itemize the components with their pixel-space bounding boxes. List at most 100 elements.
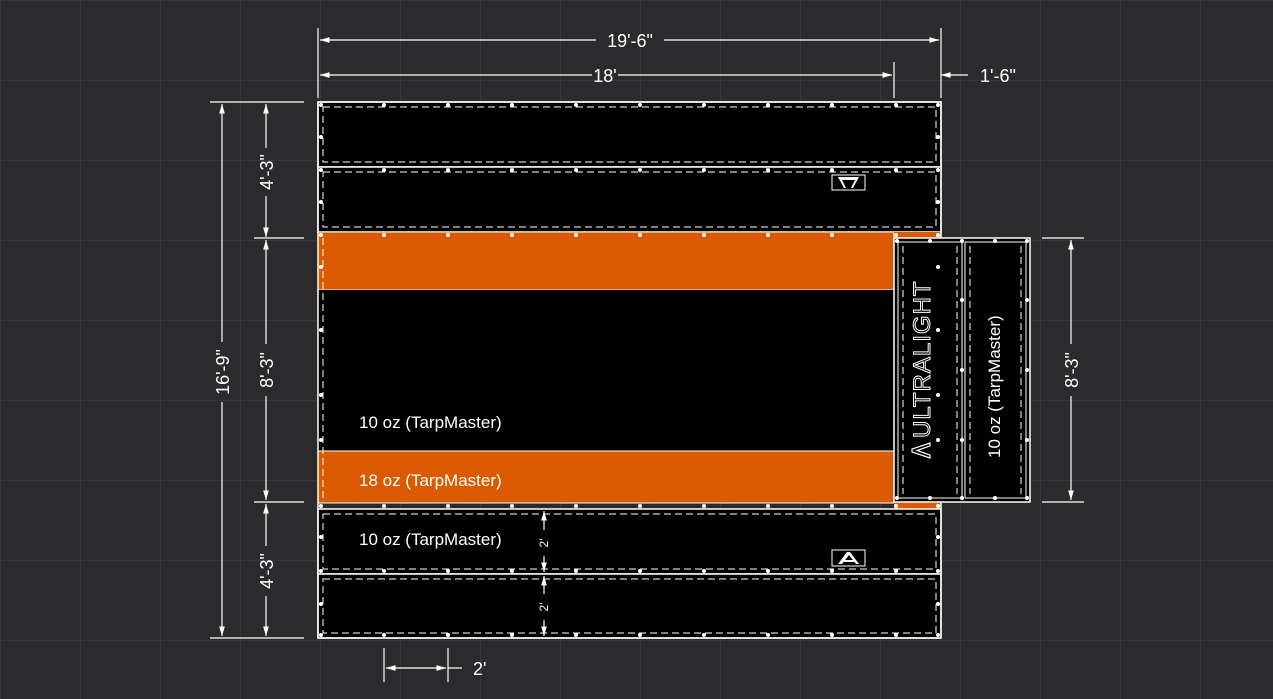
dim-grommet-spacing: 2' — [473, 659, 486, 679]
brand-text: ULTRALIGHT — [909, 280, 936, 438]
grommet — [319, 200, 323, 204]
grommet — [960, 368, 964, 372]
grommet — [638, 103, 642, 107]
grommet — [319, 328, 323, 332]
dimension-lines — [210, 28, 1084, 682]
orange-band-top-edge — [894, 232, 941, 238]
dim-extension-width: 1'-6" — [980, 66, 1016, 86]
grommet — [936, 438, 940, 442]
grommet — [894, 103, 898, 107]
grommet — [638, 633, 642, 637]
grommet — [928, 496, 932, 500]
grommet — [1025, 368, 1029, 372]
grommet — [993, 496, 997, 500]
grommet — [830, 168, 834, 172]
grommet — [830, 569, 834, 573]
ultralight-logo-icon — [831, 549, 866, 567]
grommet — [936, 200, 940, 204]
dim-overall-width: 19'-6" — [607, 31, 653, 51]
grommet — [766, 233, 770, 237]
label-side-fabric: 10 oz (TarpMaster) — [985, 315, 1004, 458]
grommet — [830, 103, 834, 107]
grommet — [960, 438, 964, 442]
grommet — [510, 103, 514, 107]
grommet — [766, 103, 770, 107]
grommet — [928, 239, 932, 243]
grommet — [446, 233, 450, 237]
grommet — [766, 569, 770, 573]
dim-strip-a: 2' — [537, 539, 551, 548]
dim-bottom-section: 4'-3" — [257, 553, 277, 589]
grommet — [510, 569, 514, 573]
grommet — [446, 168, 450, 172]
dim-side-height: 8'-3" — [1062, 352, 1082, 388]
grommet — [319, 633, 323, 637]
grommet — [894, 569, 898, 573]
grommet — [936, 233, 940, 237]
grommet — [319, 535, 323, 539]
grommet — [830, 633, 834, 637]
grommet — [702, 168, 706, 172]
dim-overall-height: 16'-9" — [213, 349, 233, 395]
top-panel-1 — [317, 101, 942, 168]
grommet — [574, 569, 578, 573]
grommet — [936, 103, 940, 107]
grommet — [319, 504, 323, 508]
grommet — [936, 168, 940, 172]
grommet — [319, 135, 323, 139]
grommet — [382, 103, 386, 107]
grommet — [446, 569, 450, 573]
grommet — [382, 233, 386, 237]
grommet — [382, 168, 386, 172]
label-10oz: 10 oz (TarpMaster) — [359, 413, 502, 432]
grommet — [574, 233, 578, 237]
grommet — [702, 504, 706, 508]
grommet — [702, 569, 706, 573]
grommet — [830, 504, 834, 508]
grommet — [895, 239, 899, 243]
grommet — [574, 633, 578, 637]
brand-logo-icon — [911, 442, 931, 459]
middle-panel — [318, 290, 894, 451]
grommet — [1025, 298, 1029, 302]
label-10oz-lower: 10 oz (TarpMaster) — [359, 530, 502, 549]
grommet — [702, 633, 706, 637]
grommet — [510, 633, 514, 637]
grommet — [574, 504, 578, 508]
grommet — [702, 103, 706, 107]
grommet — [319, 438, 323, 442]
grommet — [993, 239, 997, 243]
grommet — [446, 504, 450, 508]
grommet — [638, 168, 642, 172]
grommet — [936, 633, 940, 637]
grommet — [894, 168, 898, 172]
grommet — [1025, 239, 1029, 243]
dim-middle-section: 8'-3" — [257, 352, 277, 388]
grommet — [936, 393, 940, 397]
tarp-main — [317, 101, 942, 639]
dim-top-section: 4'-3" — [257, 154, 277, 190]
grommet — [510, 168, 514, 172]
dim-main-width: 18' — [593, 66, 616, 86]
grommet — [510, 233, 514, 237]
grommet — [510, 504, 514, 508]
hem-lines — [322, 106, 937, 634]
grommet — [960, 239, 964, 243]
grommet — [319, 265, 323, 269]
grommet — [766, 633, 770, 637]
grommet — [936, 602, 940, 606]
grommet — [936, 535, 940, 539]
grommet — [830, 233, 834, 237]
grommet — [1025, 496, 1029, 500]
grommet — [574, 103, 578, 107]
grommet — [319, 168, 323, 172]
grommet — [960, 496, 964, 500]
grommet — [319, 569, 323, 573]
grommet — [319, 103, 323, 107]
grommet — [319, 602, 323, 606]
grommet — [766, 504, 770, 508]
grommet — [446, 633, 450, 637]
grommet — [960, 298, 964, 302]
grommet — [702, 233, 706, 237]
